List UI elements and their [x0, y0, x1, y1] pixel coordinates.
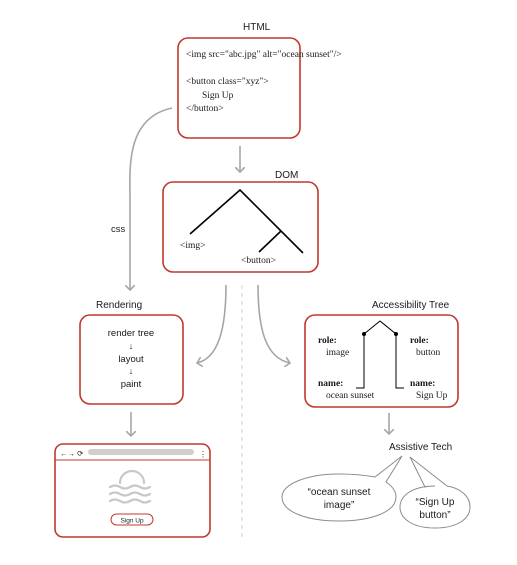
rendering-node: Rendering render tree ↓ layout ↓ paint: [79, 300, 184, 405]
down-arrow-icon: ↓: [129, 341, 134, 351]
speech-bubble-right-line-2: button”: [419, 510, 450, 521]
speech-bubble-left-line-1: “ocean sunset: [308, 487, 371, 498]
assistive-tech-title: Assistive Tech: [389, 442, 452, 453]
down-arrow-icon: ↓: [129, 366, 134, 376]
left-role-key: role:: [318, 336, 337, 346]
signup-button-label[interactable]: Sign Up: [120, 518, 144, 525]
right-role-value: button: [416, 348, 441, 358]
html-code-line-img: <img src="abc.jpg" alt="ocean sunset"/>: [186, 50, 342, 60]
speech-bubble-left-shape: [281, 455, 403, 522]
browser-signup-button[interactable]: Sign Up: [110, 513, 154, 526]
right-name-key: name:: [410, 379, 435, 389]
left-role-value: image: [326, 348, 349, 358]
html-code-line-button-open: <button class="xyz">: [186, 77, 269, 87]
arrow-dom-to-accessibility: [257, 284, 290, 363]
sun-icon: [118, 469, 146, 485]
right-role-key: role:: [410, 336, 429, 346]
browser-address-bar: [88, 449, 194, 455]
accessibility-title: Accessibility Tree: [372, 300, 450, 311]
css-label: css: [111, 224, 126, 235]
html-title: HTML: [243, 22, 271, 33]
left-name-key: name:: [318, 379, 343, 389]
browser-nav-icon: ←→ ⟳: [60, 449, 84, 458]
arrow-css-to-rendering: [130, 107, 173, 290]
html-box: [177, 37, 301, 139]
rendering-title: Rendering: [96, 300, 142, 311]
speech-bubble-left-line-2: image”: [324, 500, 355, 511]
html-node: HTML <img src="abc.jpg" alt="ocean sunse…: [177, 22, 342, 139]
tree-node-dot: [394, 332, 398, 336]
accessibility-box: [304, 314, 459, 408]
left-name-value: ocean sunset: [326, 391, 375, 401]
rendering-step-layout: layout: [118, 354, 144, 365]
dom-tree-button-branch: [258, 230, 282, 253]
dom-img-node: <img>: [180, 241, 206, 251]
rendering-box: [79, 314, 184, 405]
dom-button-node: <button>: [241, 256, 276, 266]
speech-bubble-right: “Sign Up button”: [399, 456, 471, 529]
arrow-dom-to-rendering: [197, 284, 227, 363]
wave-icon: [108, 498, 152, 504]
browser-window: ←→ ⟳ ⋮ Sign Up: [54, 443, 211, 538]
browser-menu-icon: ⋮: [199, 450, 207, 459]
speech-bubble-left: “ocean sunset image”: [281, 455, 403, 522]
browser-frame: [54, 443, 211, 538]
sunset-image: [108, 469, 152, 504]
dom-tree-branches: [189, 188, 304, 254]
accessibility-node: Accessibility Tree role: image name: oce…: [304, 300, 459, 408]
accessibility-tree-lines: [356, 320, 404, 389]
dom-box: [162, 181, 319, 273]
speech-bubble-right-shape: [399, 456, 471, 529]
html-code-line-button-close: </button>: [186, 104, 224, 114]
wave-icon: [108, 491, 152, 497]
signup-button-shape[interactable]: [110, 513, 154, 526]
tree-node-dot: [362, 332, 366, 336]
dom-title: DOM: [275, 170, 298, 181]
rendering-step-paint: paint: [121, 379, 142, 390]
right-name-value: Sign Up: [416, 391, 448, 401]
rendering-step-render-tree: render tree: [108, 328, 154, 339]
dom-node: DOM <img> <button>: [162, 170, 319, 273]
wave-icon: [108, 484, 152, 490]
html-code-line-button-text: Sign Up: [202, 91, 234, 101]
speech-bubble-right-line-1: “Sign Up: [416, 497, 455, 508]
